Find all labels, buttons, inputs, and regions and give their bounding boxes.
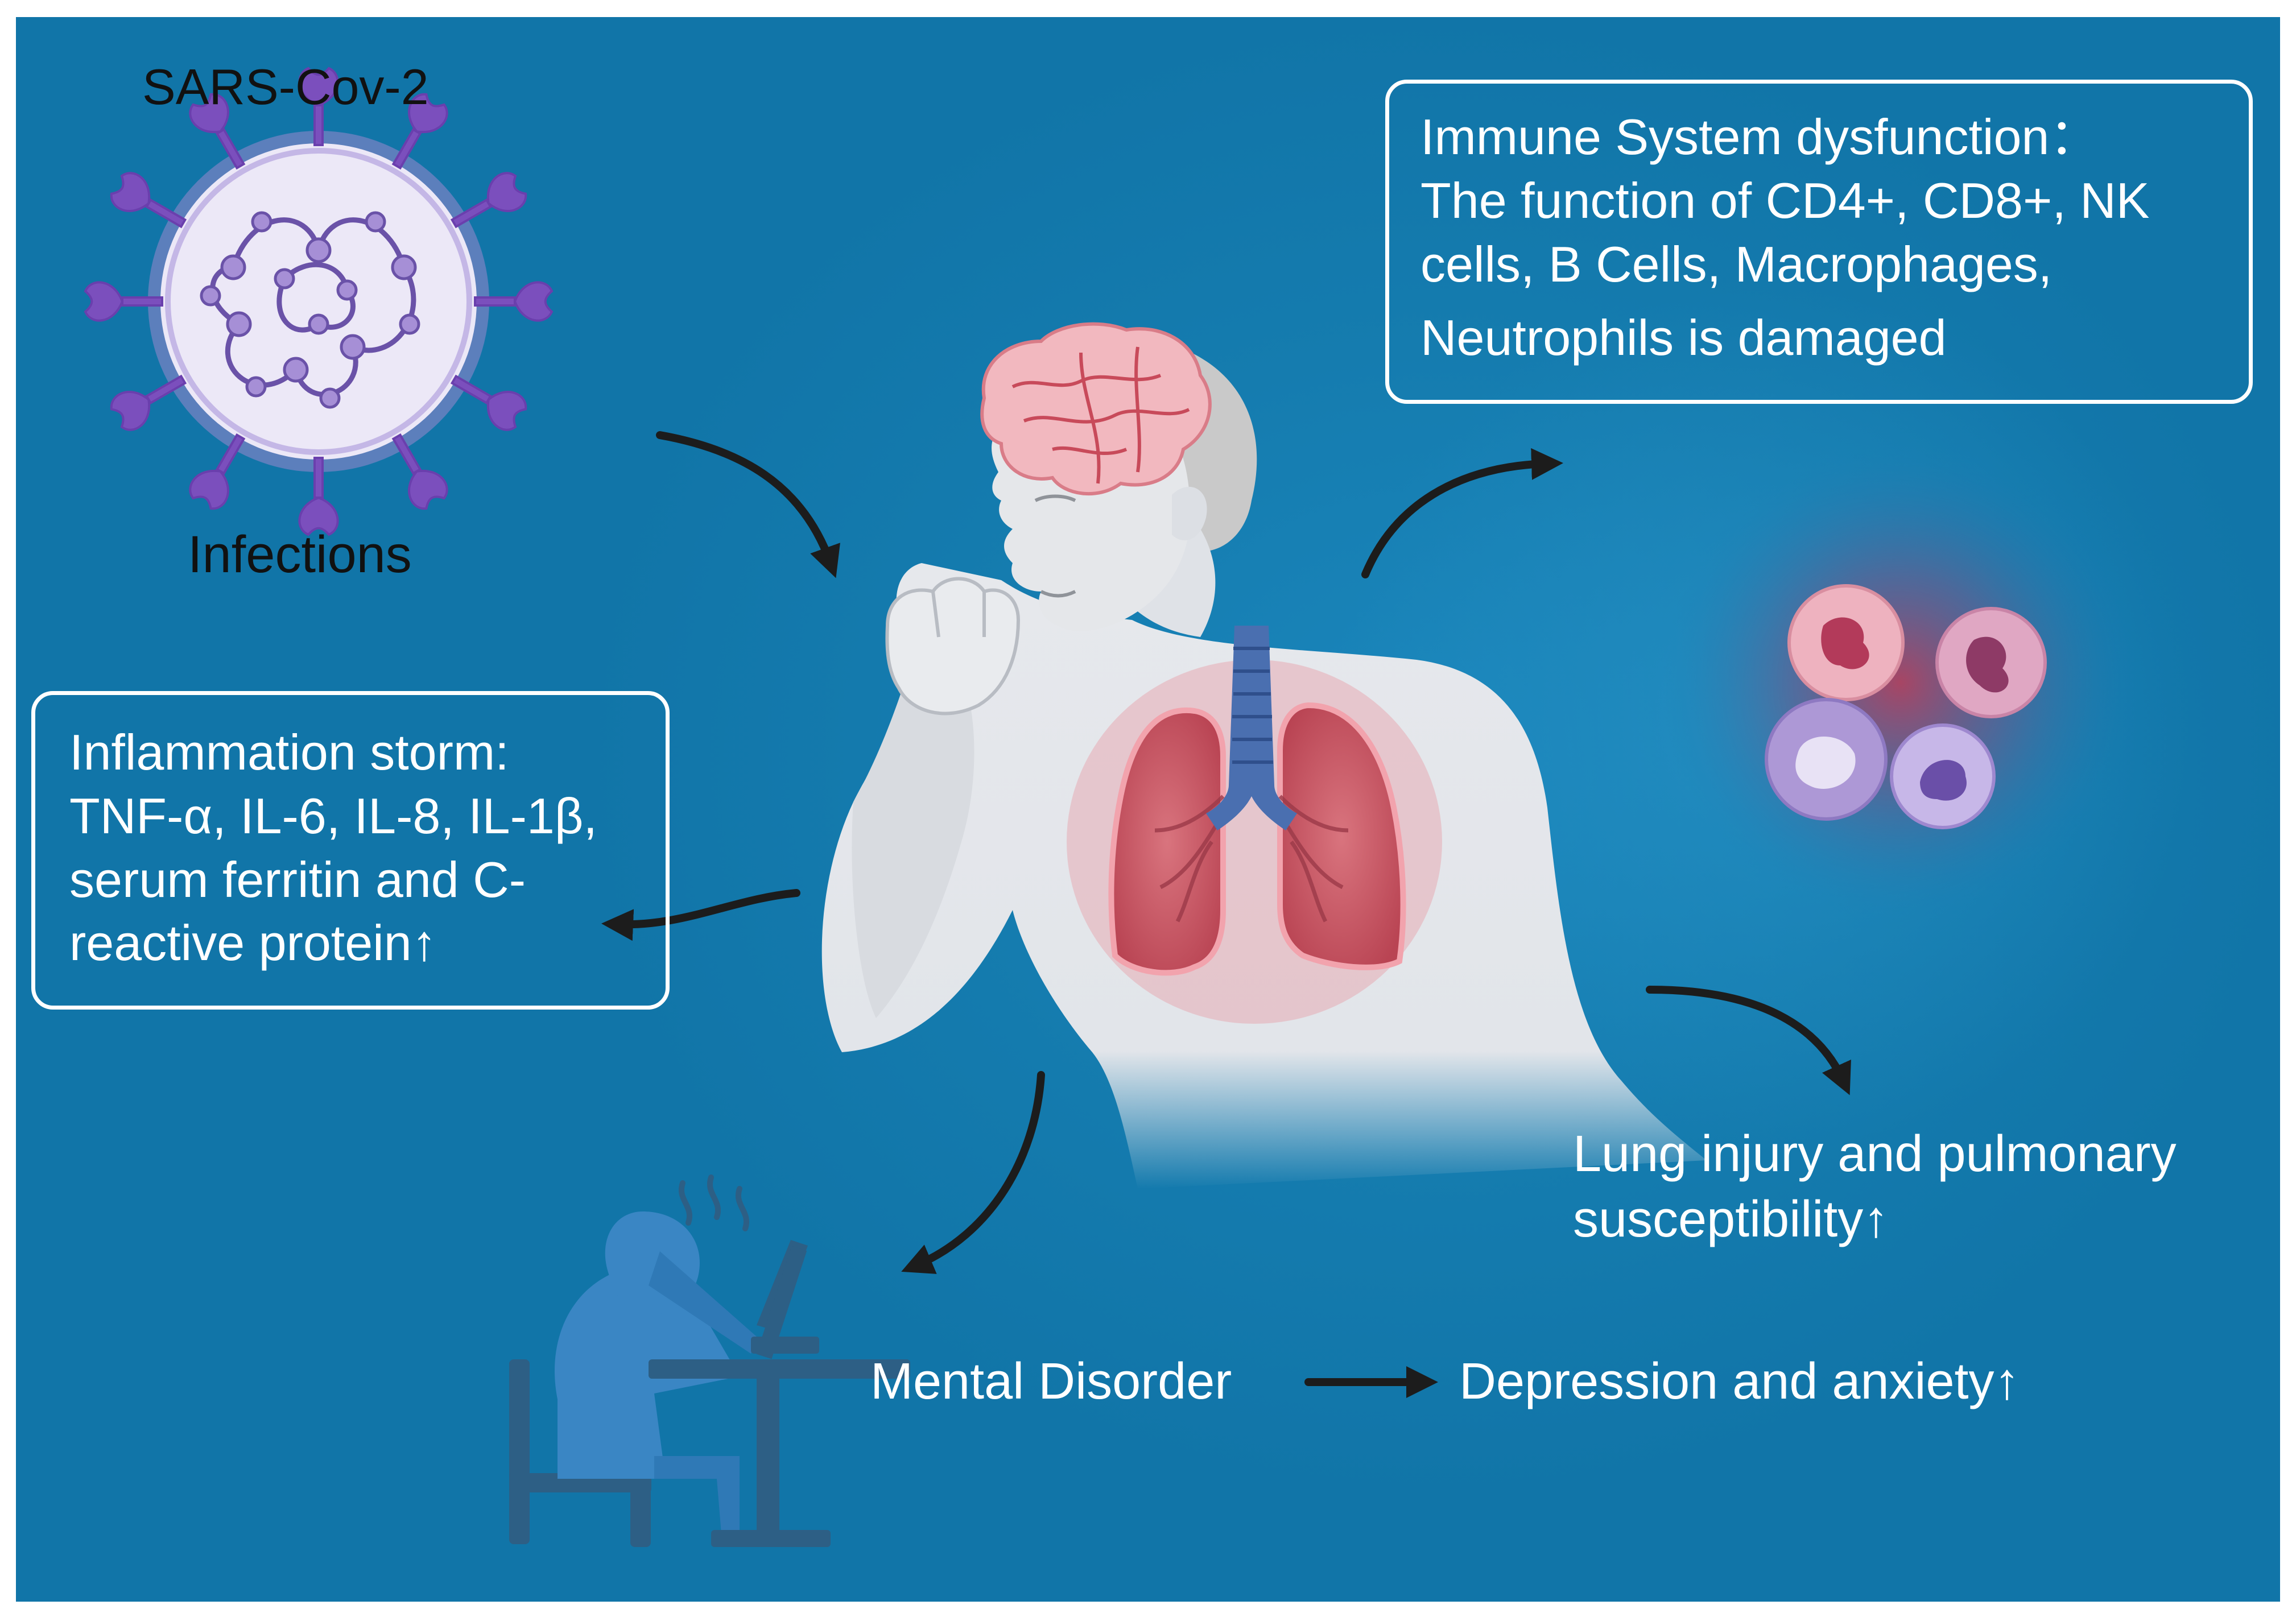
immune-cells-icon	[1765, 584, 2047, 829]
arrow-person-to-lung-injury	[1646, 986, 1851, 1095]
virus-name-label: SARS-Cov-2	[142, 59, 429, 115]
inflammation-line-2: TNF-α, IL-6, IL-8, IL-1β,	[69, 787, 597, 844]
arrow-person-to-mental	[901, 1071, 1045, 1274]
immune-line-3: cells, B Cells, Macrophages,	[1420, 235, 2053, 292]
arrow-virus-to-person	[656, 431, 840, 578]
arrow-person-to-inflammation	[601, 889, 800, 941]
inflammation-storm-box: Inflammation storm: TNF-α, IL-6, IL-8, I…	[31, 691, 670, 1010]
infections-label: Infections	[188, 526, 412, 584]
sars-cov-2-virus-icon	[84, 67, 554, 536]
immune-line-1: Immune System dysfunction：	[1420, 109, 2100, 165]
mental-disorder-label: Mental Disorder	[870, 1353, 1232, 1410]
flow-arrows	[601, 431, 1851, 1398]
stressed-person-at-desk-icon	[509, 1175, 910, 1547]
lung-injury-line-2: susceptibility↑	[1573, 1191, 1889, 1248]
immune-dysfunction-box: Immune System dysfunction： The function …	[1385, 80, 2253, 404]
immune-line-2: The function of CD4+, CD8+, NK	[1420, 172, 2150, 229]
inflammation-line-1: Inflammation storm:	[69, 724, 509, 780]
depression-anxiety-label: Depression and anxiety↑	[1459, 1353, 2020, 1410]
immune-line-4: Neutrophils is damaged	[1420, 309, 1947, 366]
trachea	[1206, 626, 1297, 830]
coughing-man-icon	[821, 322, 1707, 1189]
inflammation-line-3: serum ferritin and C-	[69, 851, 526, 908]
arrow-person-to-immune	[1361, 448, 1563, 578]
lung-injury-line-1: Lung injury and pulmonary	[1573, 1126, 2177, 1182]
inflammation-line-4: reactive protein↑	[69, 915, 437, 971]
brain-icon	[980, 322, 1212, 496]
